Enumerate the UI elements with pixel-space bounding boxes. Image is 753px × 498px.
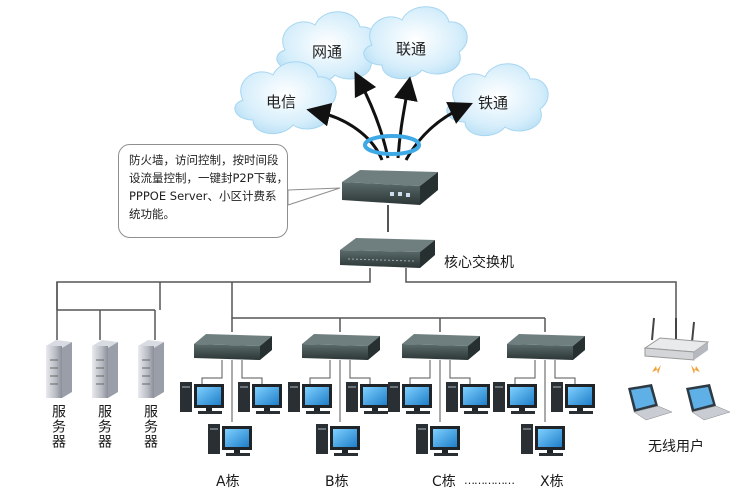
core-switch-label: 核心交换机 [444,255,514,271]
cloud-label-tietong: 铁通 [478,94,509,112]
building-ellipsis: …………… [464,474,515,487]
cloud-label-dianxin: 电信 [266,93,297,111]
cloud-liantong [363,6,468,80]
pc-b-1 [288,382,332,414]
pc-a-2 [238,382,282,414]
server-tower-1 [46,340,72,398]
building-switch-x [507,334,585,360]
pc-b-2 [346,382,390,414]
network-links [56,268,677,340]
note-line-4: 统功能。 [129,207,175,221]
building-label-a: A栋 [216,474,240,490]
server-tower-2 [92,340,118,398]
building-switch-a [194,334,272,360]
wireless-signal-icon [652,365,700,374]
note-line-1: 防火墙，访问控制，按时间段 [129,153,279,167]
core-switch-device [340,238,435,268]
building-switch-b [302,334,380,360]
uplink-arrows [306,71,473,161]
pc-c-3 [416,424,460,456]
building-label-x: X栋 [540,474,564,490]
pc-a-3 [208,424,252,456]
building-links-a [201,360,263,422]
pc-x-3 [521,424,565,456]
cloud-label-liantong: 联通 [396,40,427,58]
router-device [342,170,438,205]
pc-x-2 [551,382,595,414]
building-links-b [309,360,371,422]
laptop-2 [686,384,731,421]
pc-b-3 [316,424,360,456]
building-label-c: C栋 [432,474,456,490]
pc-x-1 [493,382,537,414]
wireless-access-point [643,317,710,361]
server-tower-3 [138,340,164,398]
server-label-1: 服务器 [50,404,66,449]
router-feature-note: 防火墙，访问控制，按时间段 设流量控制，一键封P2P下载， PPPOE Serv… [118,144,288,238]
building-label-b: B栋 [325,474,349,490]
pc-a-1 [180,382,224,414]
server-label-3: 服务器 [142,404,158,449]
note-line-3: PPPOE Server、小区计费系 [129,189,277,203]
pc-c-2 [446,382,490,414]
building-links-x [514,360,576,422]
note-pointer [287,187,341,206]
building-links-c [409,360,471,422]
building-switch-c [402,334,480,360]
bandwidth-ring [363,134,421,156]
server-label-2: 服务器 [96,404,112,449]
wireless-users-label: 无线用户 [648,439,704,455]
laptop-1 [628,384,673,421]
note-line-2: 设流量控制，一键封P2P下载， [129,171,289,185]
pc-c-1 [388,382,432,414]
cloud-label-wangtong: 网通 [312,43,343,61]
